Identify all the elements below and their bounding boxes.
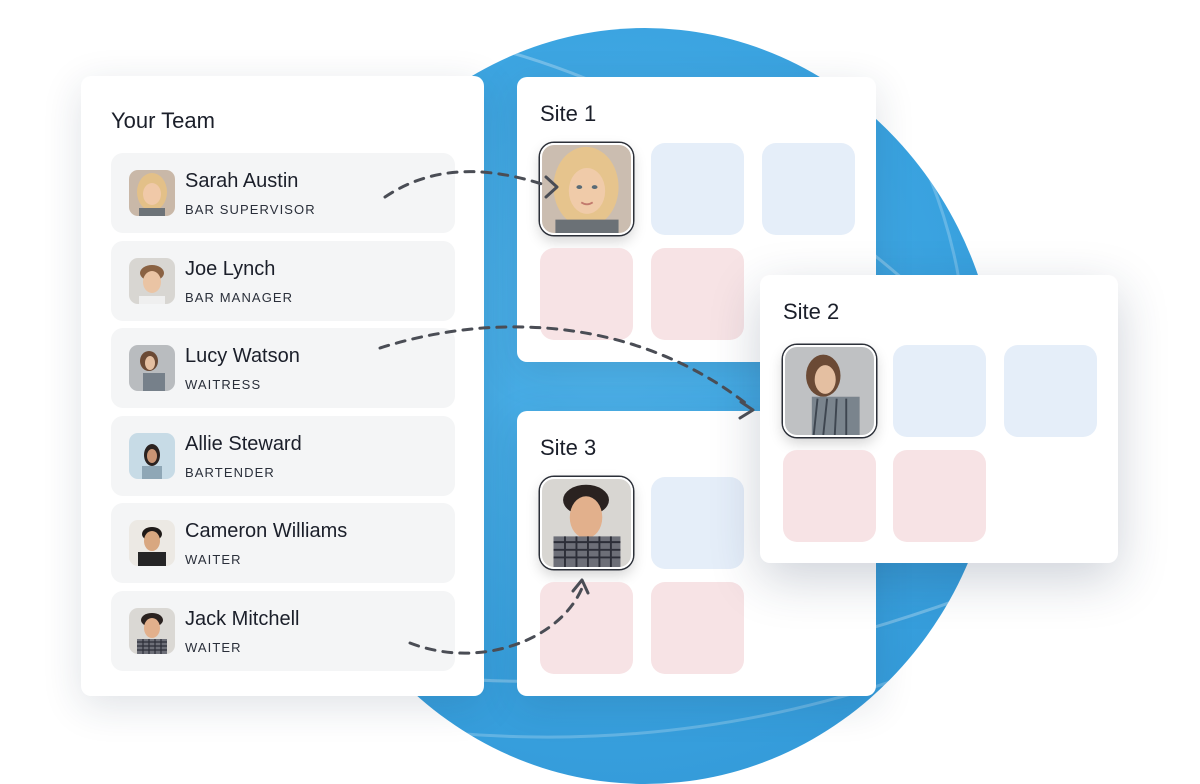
site-title: Site 3	[540, 435, 597, 460]
slot-empty[interactable]	[651, 477, 744, 569]
team-member-allie-steward[interactable]: Allie Steward BARTENDER	[111, 416, 455, 496]
slot-filled-sarah-austin[interactable]	[540, 143, 633, 235]
slot-empty[interactable]	[893, 345, 986, 437]
member-name: Joe Lynch	[185, 258, 276, 280]
member-role: WAITRESS	[185, 377, 262, 392]
slot-empty[interactable]	[540, 582, 633, 674]
team-card: Your Team Sarah Austin BAR SUPERVISOR Jo…	[81, 76, 484, 696]
slot-empty[interactable]	[540, 248, 633, 340]
member-name: Jack Mitchell	[185, 608, 300, 630]
slot-empty[interactable]	[651, 248, 744, 340]
member-role: WAITER	[185, 552, 242, 567]
slot-filled-jack-mitchell[interactable]	[540, 477, 633, 569]
member-role: BAR SUPERVISOR	[185, 202, 316, 217]
avatar-joe-lynch	[129, 258, 175, 304]
slot-empty[interactable]	[651, 143, 744, 235]
slot-empty[interactable]	[893, 450, 986, 542]
member-name: Cameron Williams	[185, 520, 348, 542]
member-name: Allie Steward	[185, 433, 302, 455]
member-role: BARTENDER	[185, 465, 275, 480]
slot-empty[interactable]	[651, 582, 744, 674]
team-member-joe-lynch[interactable]: Joe Lynch BAR MANAGER	[111, 241, 455, 321]
site-2-card: Site 2	[760, 275, 1118, 563]
team-title: Your Team	[111, 108, 215, 133]
team-member-jack-mitchell[interactable]: Jack Mitchell WAITER	[111, 591, 455, 671]
avatar-allie-steward	[129, 433, 175, 479]
member-role: BAR MANAGER	[185, 290, 294, 305]
member-name: Lucy Watson	[185, 345, 300, 367]
slot-filled-lucy-watson[interactable]	[783, 345, 876, 437]
site-title: Site 1	[540, 101, 597, 126]
team-member-sarah-austin[interactable]: Sarah Austin BAR SUPERVISOR	[111, 153, 455, 233]
slot-empty[interactable]	[1004, 345, 1097, 437]
avatar-sarah-austin	[129, 170, 175, 216]
avatar-lucy-watson	[129, 345, 175, 391]
slot-empty[interactable]	[783, 450, 876, 542]
slot-empty[interactable]	[762, 143, 855, 235]
site-title: Site 2	[783, 299, 840, 324]
avatar-jack-mitchell	[129, 608, 175, 654]
team-member-cameron-williams[interactable]: Cameron Williams WAITER	[111, 503, 455, 583]
member-role: WAITER	[185, 640, 242, 655]
avatar-cameron-williams	[129, 520, 175, 566]
member-name: Sarah Austin	[185, 170, 299, 192]
team-member-lucy-watson[interactable]: Lucy Watson WAITRESS	[111, 328, 455, 408]
